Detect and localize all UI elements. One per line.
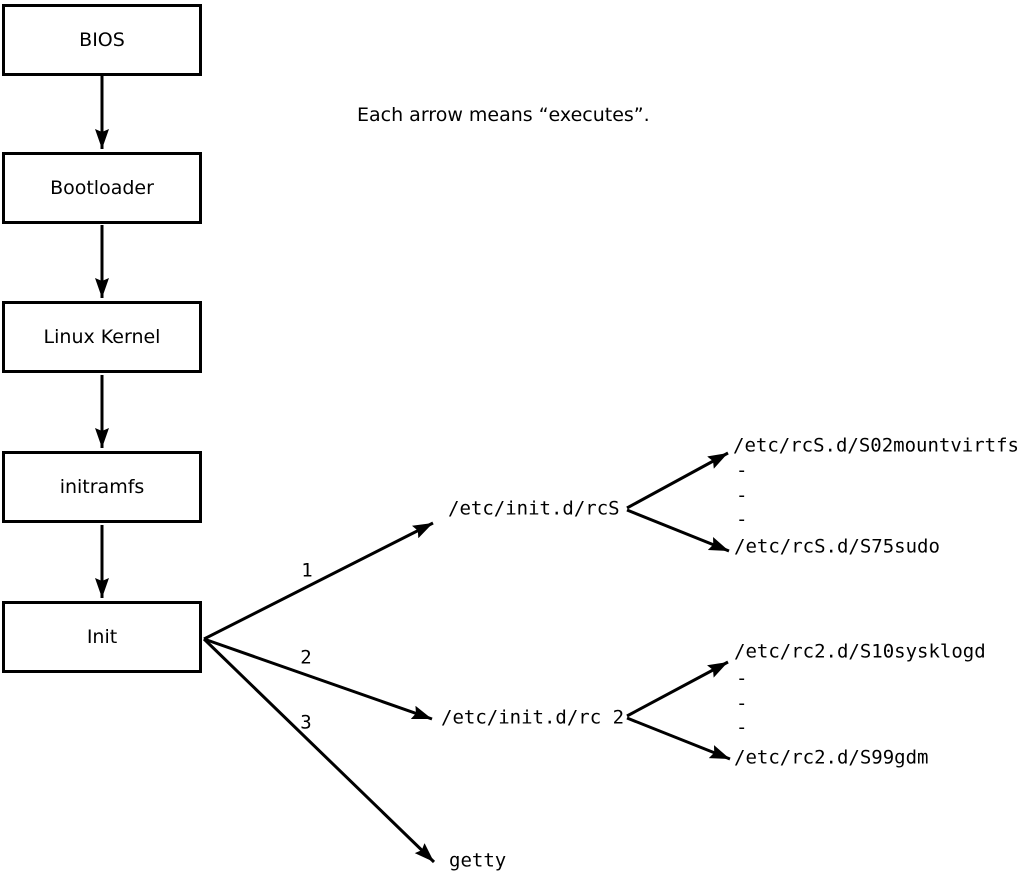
target-rc2-script: /etc/init.d/rc 2 [441, 706, 625, 729]
arrow-init-to-rc2 [203, 637, 433, 721]
node-init-label: Init [86, 626, 118, 648]
rc2-ellipsis-dash: - [736, 716, 748, 739]
arrow-init-to-rcS [203, 521, 434, 641]
node-linux-kernel: Linux Kernel [2, 301, 202, 373]
node-linux-kernel-label: Linux Kernel [43, 326, 161, 348]
arrow-order-label-1: 1 [301, 559, 313, 582]
rcS-child-last: /etc/rcS.d/S75sudo [734, 535, 940, 558]
arrow-rc2-to-S99gdm [626, 716, 731, 761]
arrow-rcS-to-S75sudo [626, 508, 730, 553]
rcS-child-first: /etc/rcS.d/S02mountvirtfs [733, 434, 1019, 457]
target-rcS-script: /etc/init.d/rcS [448, 497, 620, 520]
node-init: Init [2, 601, 202, 673]
rcS-ellipsis-dash: - [736, 484, 748, 507]
node-bios-label: BIOS [79, 29, 125, 51]
arrow-order-label-2: 2 [300, 646, 312, 669]
node-initramfs: initramfs [2, 451, 202, 523]
rc2-child-first: /etc/rc2.d/S10sysklogd [734, 640, 986, 663]
node-bios: BIOS [2, 4, 202, 76]
caption: Each arrow means “executes”. [357, 104, 650, 126]
rcS-ellipsis-dash: - [736, 508, 748, 531]
rc2-child-last: /etc/rc2.d/S99gdm [734, 746, 929, 769]
node-bootloader: Bootloader [2, 152, 202, 224]
rcS-ellipsis-dash: - [736, 459, 748, 482]
arrow-init-to-getty [202, 637, 436, 864]
arrow-order-label-3: 3 [300, 711, 312, 734]
arrow-rcS-to-S02mountvirtfs [626, 451, 729, 510]
arrow-rc2-to-S10sysklogd [626, 660, 729, 718]
rc2-ellipsis-dash: - [736, 667, 748, 690]
rc2-ellipsis-dash: - [736, 692, 748, 715]
node-initramfs-label: initramfs [59, 476, 145, 498]
target-getty: getty [449, 849, 507, 872]
node-bootloader-label: Bootloader [50, 177, 154, 199]
